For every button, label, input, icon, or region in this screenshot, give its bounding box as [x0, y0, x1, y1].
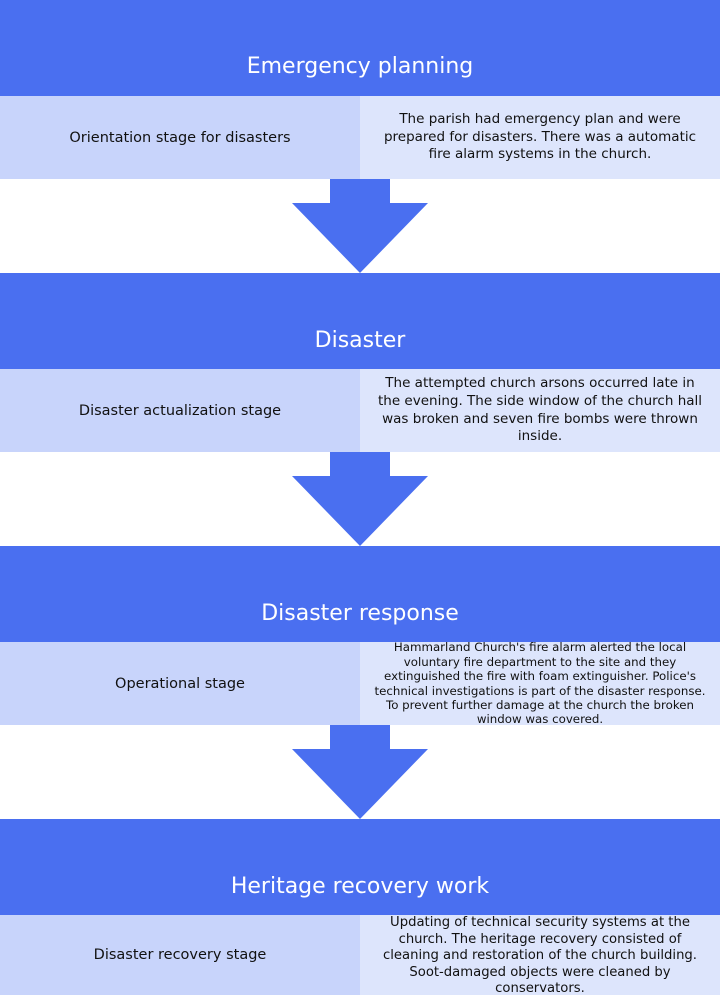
stage-description: The parish had emergency plan and were p… — [360, 96, 720, 179]
stage-title: Disaster — [0, 273, 720, 369]
stage-title: Disaster response — [0, 546, 720, 642]
stage-description: Hammarland Church's fire alarm alerted t… — [360, 640, 720, 726]
stage-label: Operational stage — [0, 642, 360, 725]
stage-title: Heritage recovery work — [0, 819, 720, 915]
down-arrow-icon — [0, 725, 720, 819]
stage-row: Operational stage Hammarland Church's fi… — [0, 640, 720, 726]
down-arrow-icon — [0, 452, 720, 546]
stage-row: Orientation stage for disasters The pari… — [0, 96, 720, 179]
stage-row: Disaster recovery stage Updating of tech… — [0, 915, 720, 996]
stage-row: Disaster actualization stage The attempt… — [0, 369, 720, 452]
stage-description: The attempted church arsons occurred lat… — [360, 369, 720, 452]
stage-title: Emergency planning — [0, 0, 720, 96]
stage-label: Orientation stage for disasters — [0, 96, 360, 179]
stage-label: Disaster recovery stage — [0, 915, 360, 995]
stage-description: Updating of technical security systems a… — [360, 915, 720, 996]
down-arrow-icon — [0, 179, 720, 273]
stage-label: Disaster actualization stage — [0, 369, 360, 452]
